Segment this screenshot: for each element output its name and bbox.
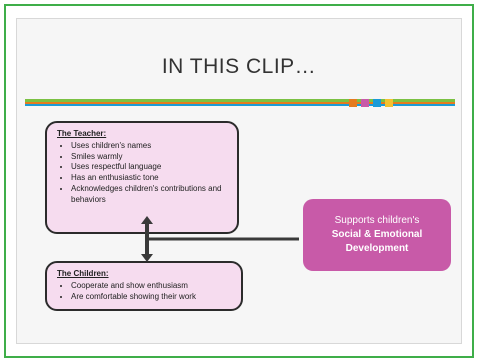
accent-block-orange bbox=[349, 99, 357, 107]
slide-title: IN THIS CLIP… bbox=[161, 55, 317, 78]
arrow-down-icon bbox=[141, 254, 153, 262]
children-box: The Children: Cooperate and show enthusi… bbox=[45, 261, 243, 311]
divider-orange bbox=[25, 102, 455, 104]
children-heading: The Children: bbox=[57, 269, 109, 278]
list-item: Has an enthusiastic tone bbox=[71, 173, 227, 184]
list-item: Uses children's names bbox=[71, 141, 227, 152]
support-line-1: Supports children's bbox=[334, 215, 420, 226]
arrow-up-icon bbox=[141, 216, 153, 224]
children-list: Cooperate and show enthusiasm Are comfor… bbox=[57, 281, 231, 303]
support-line-2: Social & Emotional bbox=[331, 229, 423, 240]
list-item: Cooperate and show enthusiasm bbox=[71, 281, 231, 292]
accent-block-yellow bbox=[385, 99, 393, 107]
list-item: Acknowledges children's contributions an… bbox=[71, 184, 227, 206]
connector-arrows bbox=[141, 216, 299, 262]
teacher-heading: The Teacher: bbox=[57, 129, 107, 138]
list-item: Are comfortable showing their work bbox=[71, 292, 231, 303]
accent-block-blue bbox=[373, 99, 381, 107]
teacher-box: The Teacher: Uses children's names Smile… bbox=[45, 121, 239, 234]
accent-block-pink bbox=[361, 99, 369, 107]
list-item: Smiles warmly bbox=[71, 152, 227, 163]
teacher-list: Uses children's names Smiles warmly Uses… bbox=[57, 141, 227, 206]
support-line-3: Development bbox=[345, 243, 409, 254]
list-item: Uses respectful language bbox=[71, 162, 227, 173]
support-box: Supports children's Social & Emotional D… bbox=[303, 199, 451, 271]
slide: IN THIS CLIP… The Teacher: Uses children… bbox=[16, 18, 462, 344]
vertical-connector-line bbox=[145, 223, 149, 255]
divider-blue bbox=[25, 104, 455, 106]
divider-green bbox=[25, 99, 455, 102]
